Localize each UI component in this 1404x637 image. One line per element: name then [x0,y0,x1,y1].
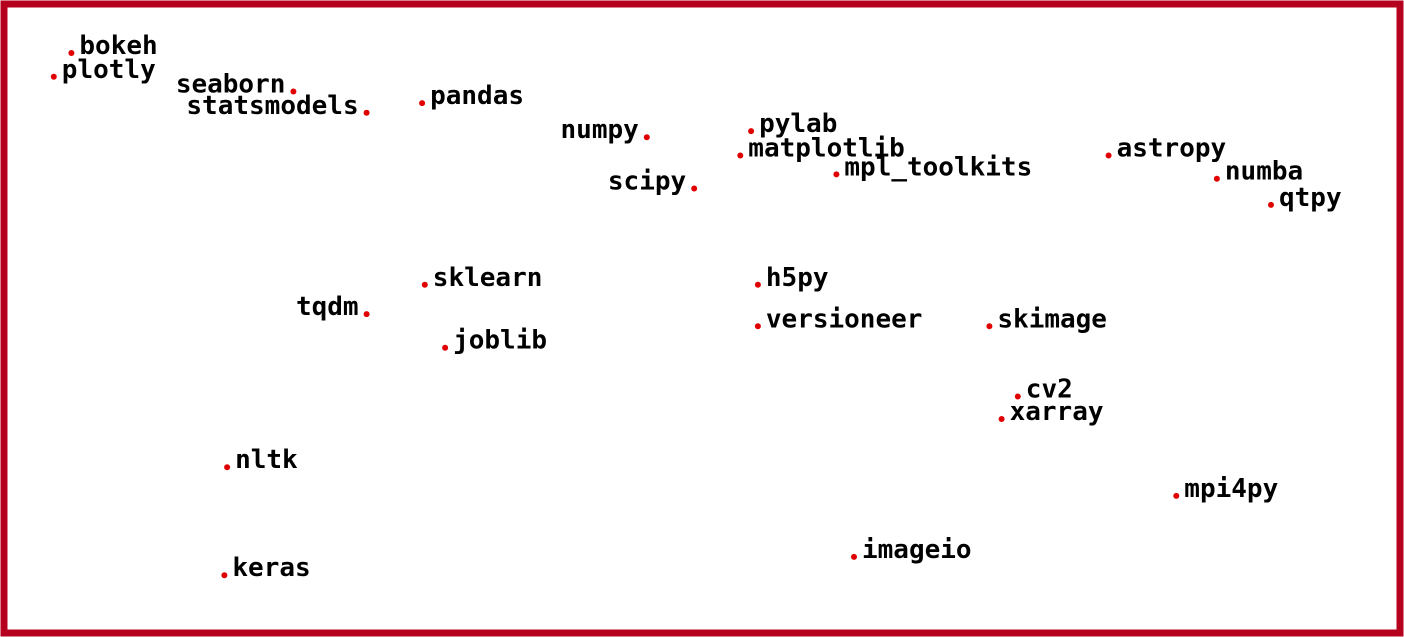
point-label: imageio [862,535,972,565]
scatter-point [363,311,370,318]
point-label: sklearn [433,263,543,293]
scatter-point [691,185,698,192]
scatter-point [442,344,449,351]
scatter-point [419,100,426,107]
scatter-point [833,171,840,178]
point-label: scipy [608,167,686,197]
scatter-point [50,73,57,80]
scatter-point [1014,393,1021,400]
point-label: numba [1225,157,1303,187]
scatter-point [290,88,297,95]
point-label: keras [232,553,310,583]
point-label: seaborn [176,70,286,100]
scatter-point [221,572,228,579]
scatter-point [421,281,428,288]
point-label: pandas [430,81,524,111]
point-label: matplotlib [748,134,905,164]
point-label: astropy [1117,134,1227,164]
point-label: statsmodels [186,91,358,121]
point-label: bokeh [79,31,157,61]
point-label: cv2 [1026,375,1073,405]
scatter-point [643,134,650,141]
scatter-point [1213,175,1220,182]
scatter-point [363,109,370,116]
scatter-point [737,152,744,159]
scatter-point [851,553,857,560]
point-label: nltk [235,445,298,475]
scatter-point [998,416,1005,422]
point-label: qtpy [1279,183,1342,213]
point-label: h5py [766,263,829,293]
point-label: mpi4py [1184,474,1278,504]
point-label: tqdm [296,292,359,322]
scatter-point [754,323,761,330]
scatter-point [986,323,993,330]
scatter-point [224,464,231,471]
scatter-point [1173,492,1180,499]
point-label: joblib [453,326,547,356]
scatter-point [68,50,75,56]
point-label: plotly [62,55,156,85]
point-label: xarray [1010,397,1104,427]
scatter-point [1268,201,1274,208]
scatter-point [1105,152,1112,159]
point-label: mpl_toolkits [844,152,1032,182]
point-label: pylab [759,109,837,139]
scatter-point [754,281,761,288]
point-label: numpy [561,115,639,145]
point-label: versioneer [766,304,923,334]
point-label: skimage [997,304,1107,334]
scatter-point [748,128,755,135]
